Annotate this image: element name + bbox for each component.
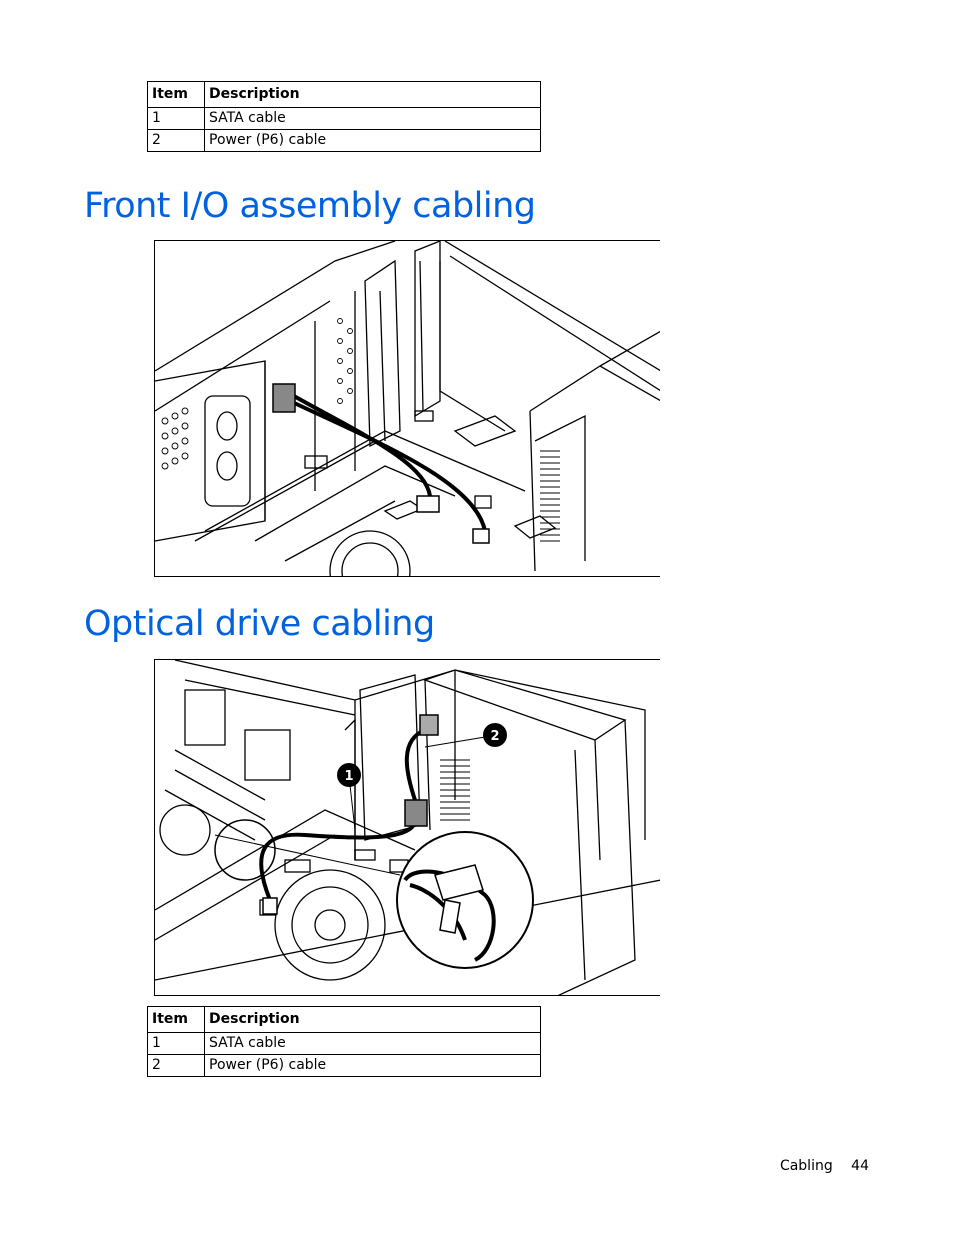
table-cell-item: 1 <box>147 107 205 130</box>
column-header-description: Description <box>204 81 541 108</box>
footer-section-name: Cabling <box>779 1158 833 1174</box>
table-cell-description: SATA cable <box>204 107 541 130</box>
table-cell-item: 2 <box>147 1054 205 1077</box>
table-header-row: Item Description <box>147 81 541 108</box>
optical-chassis-line-art: 1 2 <box>155 660 660 995</box>
table-row: 2 Power (P6) cable <box>147 1054 541 1077</box>
front-io-cabling-illustration <box>154 240 660 577</box>
table-cell-description: Power (P6) cable <box>204 1054 541 1077</box>
callout-1-label: 1 <box>344 769 353 784</box>
chassis-line-art <box>155 241 660 576</box>
item-table-bottom: Item Description 1 SATA cable 2 Power (P… <box>147 1006 541 1077</box>
table-cell-item: 1 <box>147 1032 205 1055</box>
table-cell-description: SATA cable <box>204 1032 541 1055</box>
section-heading-front-io: Front I/O assembly cabling <box>84 186 536 226</box>
callout-2: 2 <box>483 723 507 747</box>
table-row: 2 Power (P6) cable <box>147 129 541 152</box>
column-header-item: Item <box>147 1006 205 1033</box>
callout-1: 1 <box>337 763 361 787</box>
item-table-top: Item Description 1 SATA cable 2 Power (P… <box>147 81 541 152</box>
column-header-description: Description <box>204 1006 541 1033</box>
page-number: 44 <box>851 1158 869 1174</box>
page-footer: Cabling 44 <box>780 1158 869 1174</box>
table-row: 1 SATA cable <box>147 107 541 130</box>
table-row: 1 SATA cable <box>147 1032 541 1055</box>
section-heading-optical-drive: Optical drive cabling <box>84 604 435 644</box>
front-io-connector <box>272 383 296 413</box>
table-cell-item: 2 <box>147 129 205 152</box>
callout-2-label: 2 <box>490 729 499 744</box>
table-header-row: Item Description <box>147 1006 541 1033</box>
table-cell-description: Power (P6) cable <box>204 129 541 152</box>
optical-drive-cabling-illustration: 1 2 <box>154 659 660 996</box>
column-header-item: Item <box>147 81 205 108</box>
